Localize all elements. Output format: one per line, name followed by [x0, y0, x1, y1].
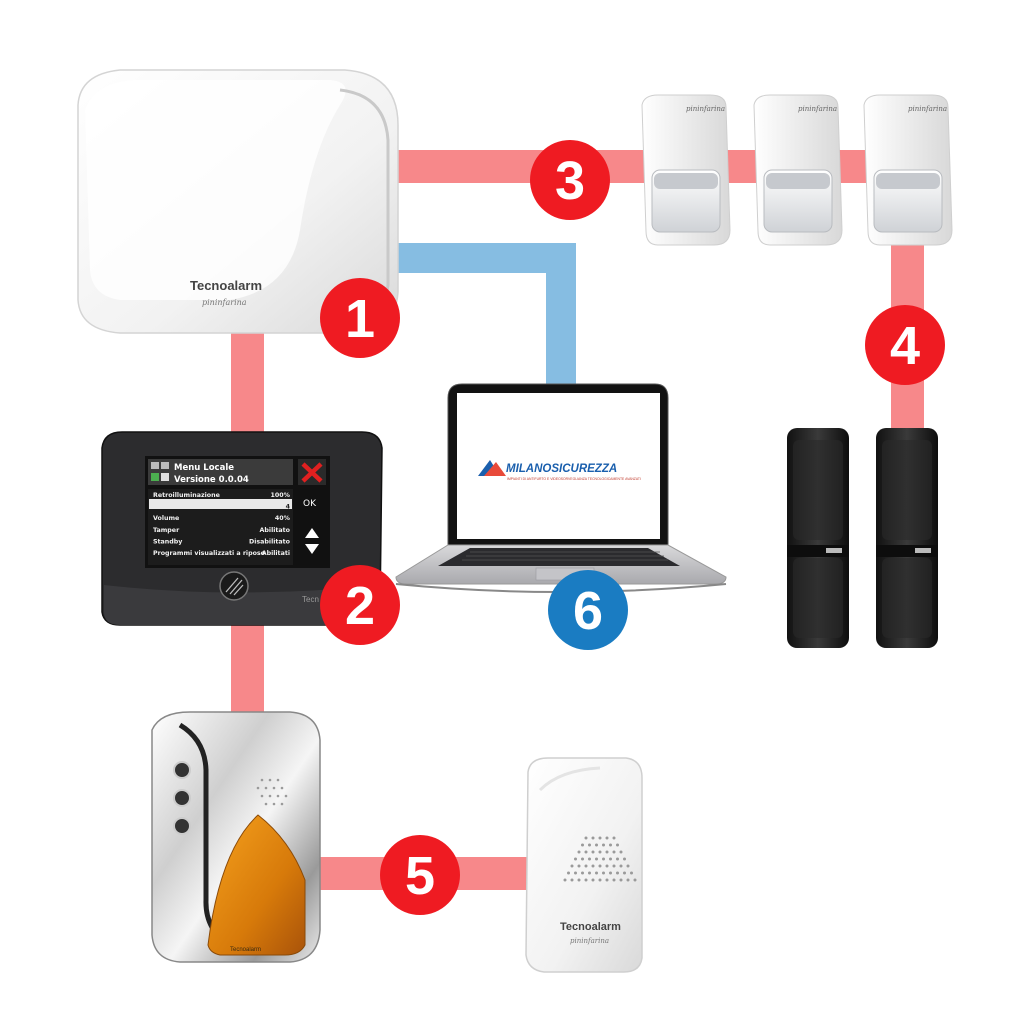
badge-1: 1 — [320, 278, 400, 358]
pir-3-brand: pininfarina — [908, 105, 947, 113]
badge-number: 2 — [345, 576, 375, 636]
laptop-logo-text: MILANOSICUREZZA — [506, 463, 617, 475]
keypad-menu-row[interactable]: Retroilluminazione 100% — [153, 492, 291, 499]
indoor-siren-brand: Tecnoalarm — [560, 921, 621, 933]
keypad-row-value: 100% — [271, 492, 291, 499]
keypad-ok-button[interactable]: OK — [303, 499, 317, 509]
keypad-brand-text: Tecn — [302, 595, 319, 604]
keypad-menu-row[interactable]: Volume 40% — [153, 515, 291, 522]
control-panel: Tecnoalarm pininfarina — [77, 69, 399, 334]
badge-2: 2 — [320, 565, 400, 645]
panel-brand-text: Tecnoalarm — [190, 278, 262, 293]
pir-detector-3: pininfarina — [863, 94, 953, 246]
siren-led-1-icon — [173, 761, 191, 779]
badge-number: 3 — [555, 151, 585, 211]
link-panel-to-keypad — [231, 330, 264, 440]
siren-led-3-icon — [173, 817, 191, 835]
keypad-row-value: 40% — [275, 515, 291, 522]
arrow-up-icon[interactable] — [305, 528, 319, 538]
keypad-row-label: Volume — [153, 515, 179, 522]
laptop-logo-tagline: IMPIANTI DI ANTIFURTO E VIDEOSORVEGLIANZ… — [507, 477, 641, 481]
badge-circle-icon — [320, 565, 400, 645]
keypad-row-value: 4 — [286, 504, 291, 511]
keypad-logo-icon — [219, 571, 249, 601]
speaker-grille-icon — [563, 836, 637, 882]
badge-5: 5 — [380, 835, 460, 915]
keypad-row-value: Disabilitato — [249, 538, 291, 545]
close-icon — [301, 462, 323, 483]
badge-number: 4 — [890, 316, 920, 376]
keypad-row-label: Programmi visualizzati a riposo — [153, 550, 266, 557]
badge-6: 6 — [548, 570, 628, 650]
keypad-row-value: Abilitati — [262, 550, 290, 557]
badge-circle-icon — [530, 140, 610, 220]
badge-4: 4 — [865, 305, 945, 385]
badge-circle-icon — [380, 835, 460, 915]
indoor-siren-subbrand: pininfarina — [570, 937, 609, 945]
arrow-down-icon[interactable] — [305, 544, 319, 554]
laptop: MILANOSICUREZZA IMPIANTI DI ANTIFURTO E … — [395, 383, 727, 593]
badge-3: 3 — [530, 140, 610, 220]
pir-1-brand: pininfarina — [686, 105, 725, 113]
pir-detector-1: pininfarina — [641, 94, 731, 246]
link-keypad-to-siren — [231, 610, 264, 730]
panel-subbrand-text: pininfarina — [202, 298, 247, 307]
keypad-menu-row[interactable]: 4 — [286, 504, 291, 511]
outdoor-siren-brand: Tecnoalarm — [230, 947, 261, 953]
keypad-row-label: Tamper — [153, 527, 180, 534]
siren-led-2-icon — [173, 789, 191, 807]
pir-detector-2: pininfarina — [753, 94, 843, 246]
keypad-row-highlight — [149, 499, 292, 509]
beam-barrier-1 — [787, 428, 849, 648]
badge-circle-icon — [320, 278, 400, 358]
numbered-badges: 1 2 3 4 5 6 — [320, 140, 945, 915]
badge-circle-icon — [548, 570, 628, 650]
link-panel-to-laptop — [398, 243, 576, 395]
keypad-row-value: Abilitato — [260, 527, 291, 534]
outdoor-siren: Tecnoalarm — [151, 711, 321, 963]
keypad-menu-row[interactable]: Tamper Abilitato — [153, 527, 291, 534]
badge-circle-icon — [865, 305, 945, 385]
beam-barrier-2 — [876, 428, 938, 648]
keypad-row-label: Retroilluminazione — [153, 492, 220, 499]
keypad-menu-row[interactable]: Standby Disabilitato — [153, 538, 291, 545]
badge-number: 6 — [573, 581, 603, 641]
keypad-header-title: Menu Locale — [174, 463, 234, 473]
badge-number: 5 — [405, 846, 435, 906]
pir-2-brand: pininfarina — [798, 105, 837, 113]
touch-keypad: Menu Locale Versione 0.0.04 Retroillumin… — [101, 431, 383, 626]
indoor-siren: Tecnoalarm pininfarina — [525, 757, 643, 973]
keypad-header-version: Versione 0.0.04 — [174, 475, 249, 485]
badge-number: 1 — [345, 289, 375, 349]
keypad-row-label: Standby — [153, 538, 182, 545]
